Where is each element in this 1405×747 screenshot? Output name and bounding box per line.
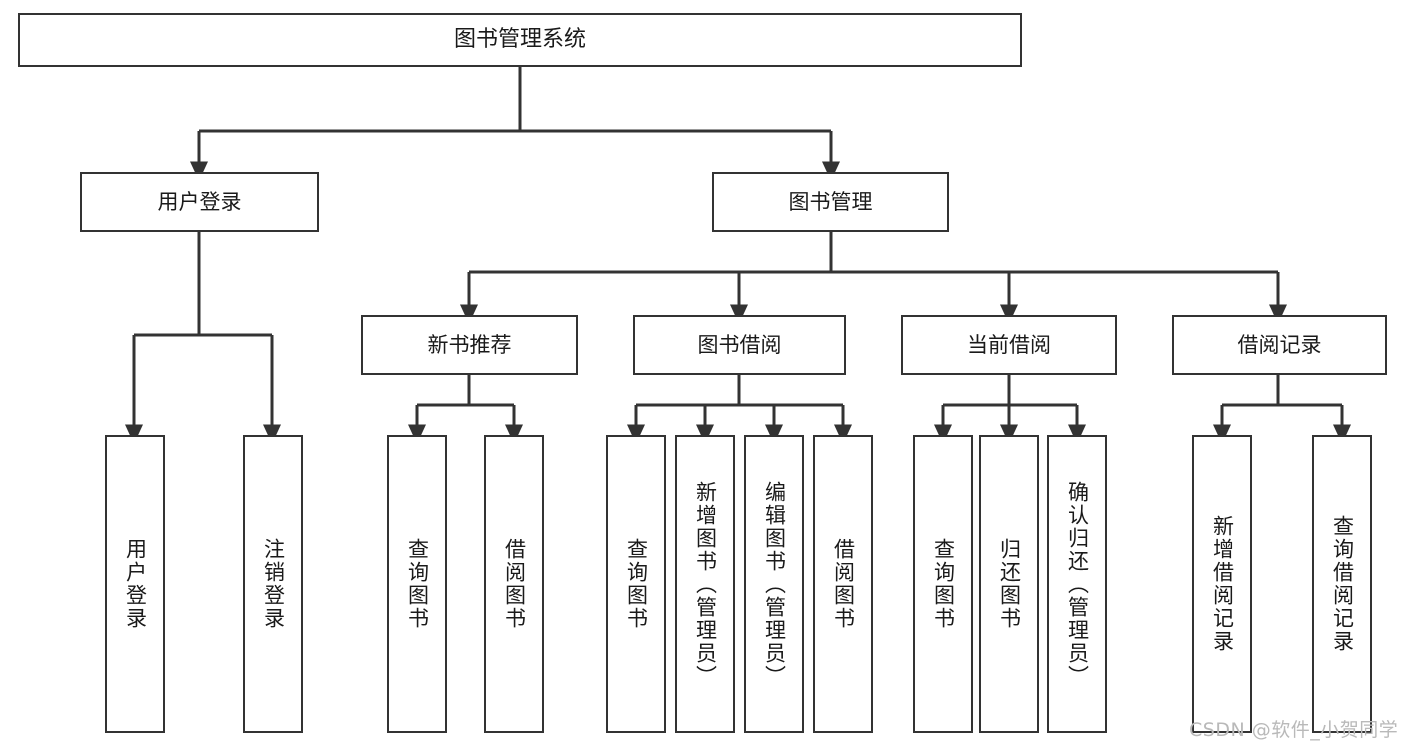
leaf-query-book-2[interactable]: 查询图书	[606, 435, 666, 733]
node-borrow-record-label: 借阅记录	[1237, 332, 1322, 357]
node-user-login-label: 用户登录	[157, 189, 242, 214]
leaf-borrow-book-2[interactable]: 借阅图书	[813, 435, 873, 733]
leaf-query-record-label: 查询借阅记录	[1330, 515, 1355, 653]
node-book-manage-label: 图书管理	[788, 189, 873, 214]
node-new-book-recommend-label: 新书推荐	[427, 332, 512, 357]
leaf-confirm-return-label: 确认归还（管理员）	[1065, 480, 1090, 688]
node-root[interactable]: 图书管理系统	[18, 13, 1022, 67]
leaf-add-book-label: 新增图书（管理员）	[693, 480, 718, 688]
leaf-add-book[interactable]: 新增图书（管理员）	[675, 435, 735, 733]
leaf-query-book-3-label: 查询图书	[931, 538, 956, 630]
leaf-add-record[interactable]: 新增借阅记录	[1192, 435, 1252, 733]
leaf-borrow-book-2-label: 借阅图书	[831, 538, 856, 630]
leaf-return-book-label: 归还图书	[997, 538, 1022, 630]
leaf-user-login[interactable]: 用户登录	[105, 435, 165, 733]
node-current-borrow-label: 当前借阅	[967, 332, 1051, 357]
node-book-borrow[interactable]: 图书借阅	[633, 315, 846, 375]
node-borrow-record[interactable]: 借阅记录	[1172, 315, 1387, 375]
leaf-return-book[interactable]: 归还图书	[979, 435, 1039, 733]
leaf-query-book-1-label: 查询图书	[405, 538, 430, 630]
node-new-book-recommend[interactable]: 新书推荐	[361, 315, 578, 375]
node-current-borrow[interactable]: 当前借阅	[901, 315, 1117, 375]
node-book-manage[interactable]: 图书管理	[712, 172, 949, 232]
leaf-edit-book-label: 编辑图书（管理员）	[762, 480, 787, 688]
node-book-borrow-label: 图书借阅	[697, 332, 782, 357]
leaf-edit-book[interactable]: 编辑图书（管理员）	[744, 435, 804, 733]
node-root-label: 图书管理系统	[453, 26, 586, 52]
leaf-user-login-label: 用户登录	[123, 538, 148, 630]
leaf-query-book-3[interactable]: 查询图书	[913, 435, 973, 733]
leaf-logout-label: 注销登录	[261, 538, 286, 630]
leaf-logout[interactable]: 注销登录	[243, 435, 303, 733]
leaf-confirm-return[interactable]: 确认归还（管理员）	[1047, 435, 1107, 733]
node-user-login[interactable]: 用户登录	[80, 172, 319, 232]
leaf-add-record-label: 新增借阅记录	[1210, 515, 1235, 653]
leaf-query-record[interactable]: 查询借阅记录	[1312, 435, 1372, 733]
leaf-query-book-1[interactable]: 查询图书	[387, 435, 447, 733]
leaf-query-book-2-label: 查询图书	[624, 538, 649, 630]
watermark: CSDN @软件_小贺同学	[1189, 719, 1399, 741]
leaf-borrow-book-1-label: 借阅图书	[502, 538, 527, 630]
leaf-borrow-book-1[interactable]: 借阅图书	[484, 435, 544, 733]
